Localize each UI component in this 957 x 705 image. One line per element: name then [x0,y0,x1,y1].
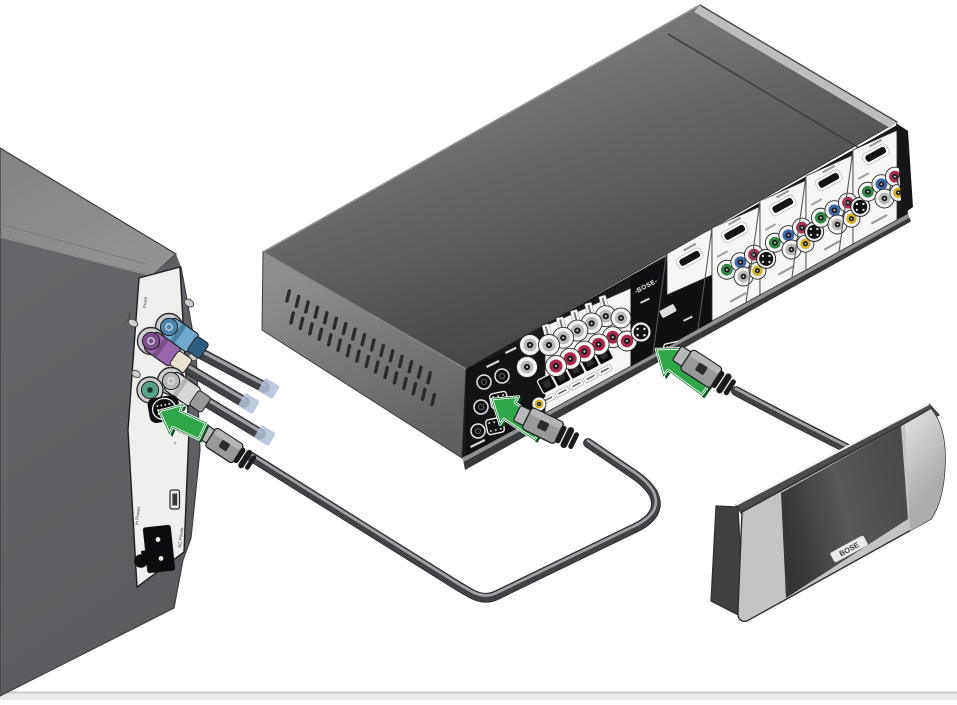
svg-text:In Power: In Power [134,506,141,525]
svg-text:Front: Front [142,296,148,308]
svg-text:Rear: Rear [126,311,132,322]
svg-text:⏿: ⏿ [172,441,177,445]
svg-text:AC Power: AC Power [177,527,185,549]
